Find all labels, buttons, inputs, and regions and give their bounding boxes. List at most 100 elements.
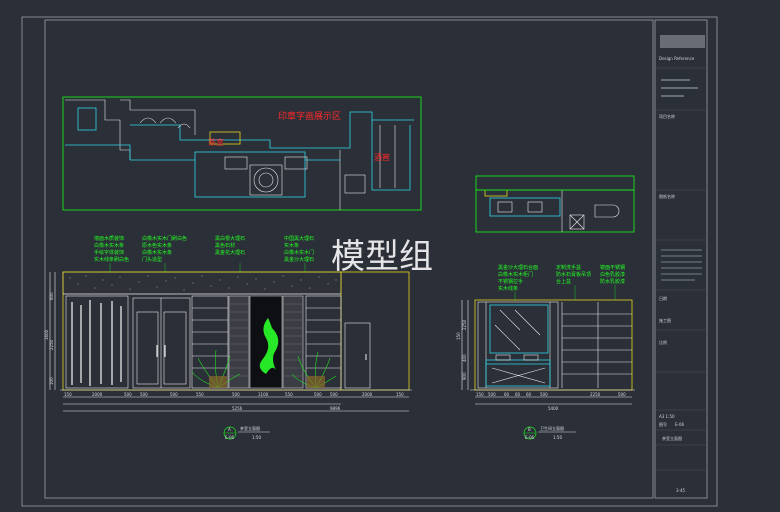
right-elev-note-6: 台上盆 — [556, 278, 571, 285]
right-elev-note-1: 白橡木实木柜门 — [498, 271, 533, 278]
right-elev-notes: 黑金沙大理石台面 白橡木实木柜门 不锈钢拉手 实木线条 定制洗手盆 防水石膏板吊… — [498, 264, 625, 292]
left-elev-note-0: 墙面木质装饰 — [94, 235, 124, 242]
right-elev-note-0: 黑金沙大理石台面 — [498, 264, 538, 271]
left-elev-note-4: 白橡木实木门刷白色 — [142, 235, 187, 242]
left-elev-dim-left-2: 1600 — [44, 329, 49, 340]
title-block-border — [654, 19, 708, 499]
right-elev-caption-scale: 1:50 — [553, 435, 562, 440]
right-elev-note-2: 不锈钢拉手 — [498, 278, 523, 285]
scale-label: 比例 — [659, 339, 667, 345]
bathroom-vanity — [489, 197, 561, 217]
left-elev-dim-left-3: 100 — [49, 377, 54, 385]
left-elev-dim-bottom-7: 500 — [232, 392, 240, 397]
brick-column-left — [228, 295, 250, 389]
sheet-label: 图号 — [659, 421, 667, 427]
right-elev-dim-left-3: 150 — [456, 332, 461, 340]
left-elev-dim-bottom-2: 500 — [124, 392, 132, 397]
left-elev-dim-bottom-12: 150 — [396, 392, 404, 397]
right-elev-note-4: 定制洗手盆 — [556, 264, 581, 271]
floor-plan: 印章字画展示区 茶室 酒窖 — [62, 96, 422, 211]
right-elev-caption-title: 卫生间立面图 — [540, 425, 564, 431]
right-elev-dim-left-1: 400 — [462, 354, 467, 362]
right-elev-note-8: 白色乳胶漆 — [600, 271, 625, 278]
left-elev-dim-bottom-9: 500 — [314, 392, 322, 397]
watermark: 模型组 — [331, 237, 433, 277]
left-elevation: 600 2250 1600 100 150 2000 500 500 500 5… — [44, 235, 412, 440]
right-elev-wall-tiles — [561, 302, 632, 388]
left-elev-note-8: 黑白根大理石 — [215, 235, 245, 242]
right-elev-dim-left-0: 2250 — [462, 319, 467, 330]
left-elev-note-5: 原木色实木条 — [142, 242, 172, 249]
left-elev-note-6: 白橡木实木条 — [142, 249, 172, 256]
right-elev-dim-bottom-6: 2250 — [590, 392, 601, 397]
brick-column-right — [282, 295, 304, 389]
left-elev-note-7: 门头造型 — [142, 256, 162, 263]
plan-label-tea: 茶室 — [208, 137, 224, 147]
plan-boundary — [62, 96, 422, 211]
left-elev-note-9: 黑色石材 — [215, 242, 235, 249]
right-elev-dim-bottom-3: 60 — [515, 392, 521, 397]
left-elev-dim-bottom-6: 1100 — [258, 392, 269, 397]
ceiling-texture — [69, 275, 337, 291]
left-elev-notes: 墙面木质装饰 白橡木实木条 手绘字体装饰 实木线条刷白色 白橡木实木门刷白色 原… — [94, 235, 314, 263]
left-elev-caption-sheet: E-06 — [225, 435, 235, 440]
right-elev-note-7: 镜面不锈钢 — [600, 264, 625, 271]
scale-value: A3 1:50 — [659, 414, 675, 419]
elevation-ceiling-band — [62, 271, 342, 295]
sheet-value: E-06 — [675, 422, 685, 427]
left-elev-dim-bottom-4: 500 — [170, 392, 178, 397]
right-elev-total: 5400 — [548, 406, 559, 411]
side-door — [344, 322, 371, 389]
title-block: Design Reference 项目名称 图纸名称 日期 施工图 比例 A3 … — [656, 35, 706, 493]
left-elev-dim-bottom-5: 550 — [196, 392, 204, 397]
left-elev-note-2: 手绘字体装饰 — [94, 249, 124, 256]
left-elev-caption-scale: 1:50 — [252, 435, 261, 440]
right-elev-mirror — [489, 304, 549, 354]
stage-label: 施工图 — [659, 317, 671, 323]
left-elev-note-13: 白橡木实木门 — [284, 249, 314, 256]
left-elev-dim-bottom-10: 500 — [330, 392, 338, 397]
plan-label-display-area: 印章字画展示区 — [278, 110, 341, 122]
company-logo-icon — [660, 35, 705, 48]
left-elev-note-3: 实木线条刷白色 — [94, 256, 129, 263]
left-elev-note-1: 白橡木实木条 — [94, 242, 124, 249]
drawing-name: 茶室立面图 — [662, 435, 682, 441]
drawing-area-border — [44, 19, 654, 499]
bathroom-plan — [475, 175, 635, 233]
left-elev-dim-bottom-0: 150 — [64, 392, 72, 397]
company-name: Design Reference — [659, 56, 695, 61]
left-elev-caption-title: 茶室立面图 — [240, 425, 260, 431]
left-elev-total-b: 9896 — [330, 406, 341, 411]
right-elev-dim-bottom-1: 500 — [488, 392, 496, 397]
right-elev-note-9: 防水乳胶漆 — [600, 278, 625, 285]
left-elev-note-11: 中国黑大理石 — [284, 235, 314, 242]
right-elev-caption-sheet: E-06 — [525, 435, 535, 440]
right-elev-caption-num: B — [528, 427, 531, 432]
right-elev-dim-bottom-4: 60 — [526, 392, 532, 397]
right-elev-dim-bottom-2: 60 — [504, 392, 510, 397]
left-elev-total-a: 5256 — [232, 406, 243, 411]
outer-sheet-border — [21, 16, 718, 507]
toilet-icon — [594, 204, 620, 218]
plan-tea-room — [194, 151, 306, 198]
double-door — [132, 297, 191, 389]
right-elev-dim-bottom-5: 500 — [540, 392, 548, 397]
left-elev-caption-num: A — [228, 427, 231, 432]
right-elev-frame — [474, 299, 633, 391]
calligraphy-panel — [71, 300, 122, 386]
drawing-label: 图纸名称 — [659, 193, 675, 199]
project-label: 项目名称 — [659, 113, 675, 119]
right-elev-dim-left-2: 900 — [462, 372, 467, 380]
left-elev-note-14: 黑金沙大理石 — [284, 256, 314, 263]
left-elev-dim-bottom-11: 2000 — [362, 392, 373, 397]
left-elev-note-10: 黑金花大理石 — [215, 249, 245, 256]
left-elev-note-12: 实木条 — [284, 242, 299, 249]
right-elevation: 2250 400 900 150 150 500 60 60 60 500 22… — [456, 264, 635, 440]
plan-sofa — [77, 107, 97, 131]
page-number: 3-45 — [676, 488, 686, 493]
jade-sculpture-icon — [259, 318, 279, 374]
plan-label-wine: 酒窖 — [374, 152, 390, 162]
left-elev-dim-bottom-1: 2000 — [92, 392, 103, 397]
bathroom-plan-boundary — [475, 175, 635, 233]
